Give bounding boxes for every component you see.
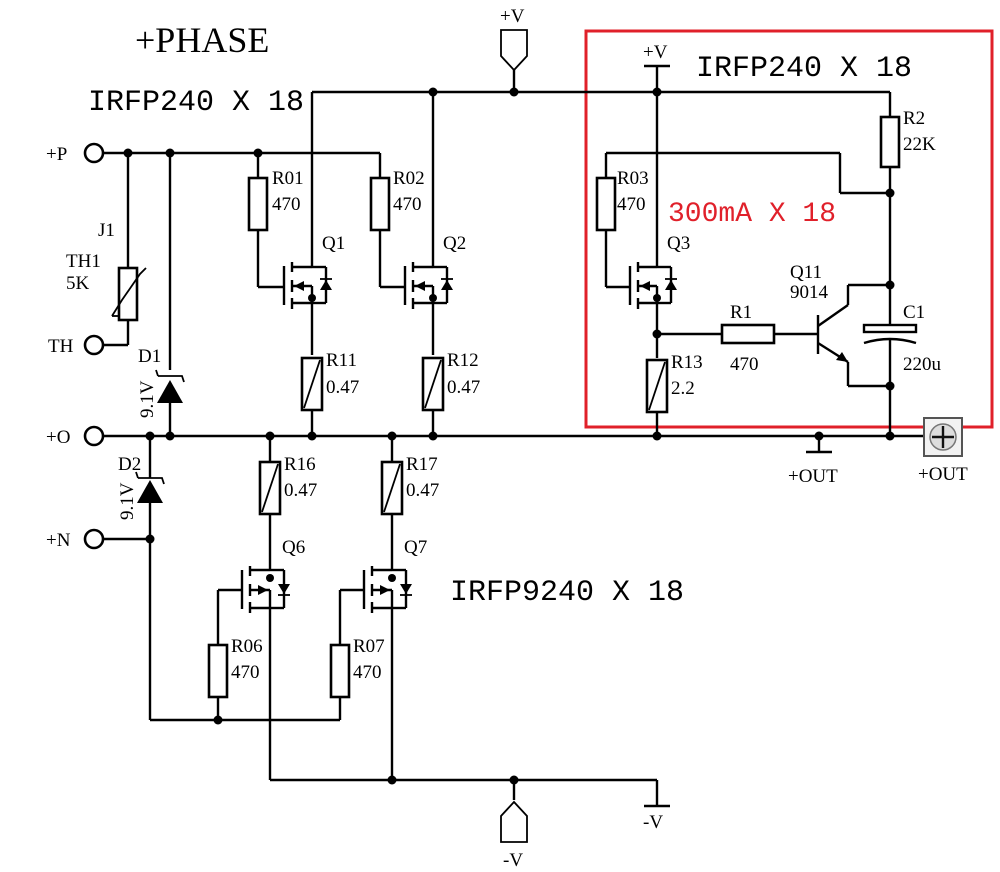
- nmos-right-note: IRFP240 X 18: [696, 52, 912, 86]
- r01-resistor: [247, 176, 269, 232]
- junction: [885, 381, 895, 391]
- c1-value: 220u: [903, 354, 942, 375]
- th1-label: TH1: [66, 251, 101, 272]
- r16-label: R16: [284, 454, 316, 475]
- bias-circuit-highlight: [584, 29, 994, 429]
- r13-label: R13: [671, 352, 703, 373]
- r1-label: R1: [730, 302, 752, 323]
- o-terminal: +O: [46, 425, 105, 448]
- bias-current-note: 300mA X 18: [668, 199, 836, 230]
- r16-value: 0.47: [284, 480, 317, 501]
- th1-value: 5K: [66, 273, 90, 294]
- r11-value: 0.47: [326, 377, 359, 398]
- r11-label: R11: [326, 350, 357, 371]
- pmos-note: IRFP9240 X 18: [450, 576, 684, 610]
- r02-resistor: [369, 176, 391, 232]
- r2-resistor: [879, 115, 901, 169]
- r01-label: R01: [272, 168, 304, 189]
- vneg-rail-label: -V: [643, 812, 663, 833]
- vneg-rail-symbol: -V: [643, 780, 670, 833]
- r03-resistor: [595, 176, 617, 232]
- q1-nmos-transistor: [282, 92, 332, 355]
- vpos-rail-symbol: +V: [643, 42, 670, 92]
- junction: [165, 431, 175, 441]
- d2-value: 9.1V: [117, 482, 138, 520]
- d1-label: D1: [138, 346, 161, 367]
- r07-resistor: [329, 643, 351, 699]
- out-screw-terminal: +OUT: [918, 417, 968, 485]
- r03-label: R03: [617, 168, 649, 189]
- q2-label: Q2: [443, 233, 466, 254]
- q11-label: Q11: [790, 262, 822, 283]
- out-ground-symbol: +OUT: [788, 436, 838, 487]
- r1-resistor: [720, 323, 776, 345]
- c1-label: C1: [903, 302, 925, 323]
- d1-value: 9.1V: [137, 380, 158, 418]
- r07-label: R07: [353, 636, 385, 657]
- r17-value: 0.47: [406, 480, 439, 501]
- d2-zener-diode: [137, 480, 163, 503]
- q2-nmos-transistor: [403, 92, 453, 355]
- d1-zener-diode: [157, 380, 183, 403]
- p-terminal: +P: [46, 142, 105, 165]
- q11-npn-transistor: [816, 283, 890, 388]
- th-label: TH: [48, 336, 74, 357]
- junction: [145, 534, 155, 544]
- c1-capacitor: [862, 323, 918, 436]
- junction: [885, 280, 895, 290]
- q3-nmos-transistor: [628, 92, 677, 358]
- r2-label: R2: [903, 108, 925, 129]
- n-label: +N: [46, 530, 71, 551]
- r01-value: 470: [272, 194, 301, 215]
- vpos-top-label: +V: [500, 6, 525, 27]
- r02-value: 470: [393, 194, 422, 215]
- q7-label: Q7: [404, 537, 427, 558]
- j1-label: J1: [98, 220, 115, 241]
- r12-label: R12: [447, 350, 479, 371]
- junction: [213, 715, 223, 725]
- p-label: +P: [46, 144, 67, 165]
- q3-label: Q3: [667, 233, 690, 254]
- r02-label: R02: [393, 168, 425, 189]
- r12-value: 0.47: [447, 377, 480, 398]
- r13-value: 2.2: [671, 378, 695, 399]
- schematic-title: +PHASE: [135, 20, 269, 60]
- q7-pmos-transistor: [340, 566, 412, 780]
- q1-label: Q1: [322, 233, 345, 254]
- r2-value: 22K: [903, 134, 936, 155]
- out-terminal-label: +OUT: [918, 464, 968, 485]
- r03-value: 470: [617, 194, 646, 215]
- r06-value: 470: [231, 662, 260, 683]
- q6-pmos-transistor: [218, 566, 290, 780]
- vneg-bottom-label: -V: [503, 850, 523, 871]
- th1-thermistor: [117, 266, 139, 322]
- r06-label: R06: [231, 636, 263, 657]
- o-label: +O: [46, 427, 70, 448]
- n-terminal: +N: [46, 528, 105, 551]
- d2-label: D2: [118, 454, 141, 475]
- vpos-top-terminal: +V: [500, 6, 528, 92]
- q11-value: 9014: [790, 282, 829, 303]
- q6-label: Q6: [282, 537, 305, 558]
- junction: [387, 775, 397, 785]
- junction: [885, 188, 895, 198]
- vneg-bottom-terminal: -V: [500, 780, 528, 871]
- vpos-rail-label: +V: [643, 42, 668, 63]
- r17-label: R17: [406, 454, 438, 475]
- r07-value: 470: [353, 662, 382, 683]
- out-ground-label: +OUT: [788, 466, 838, 487]
- r06-resistor: [207, 643, 229, 699]
- r1-value: 470: [730, 354, 759, 375]
- th-terminal: TH: [48, 334, 105, 357]
- nmos-left-note: IRFP240 X 18: [88, 86, 304, 120]
- junction: [509, 87, 519, 97]
